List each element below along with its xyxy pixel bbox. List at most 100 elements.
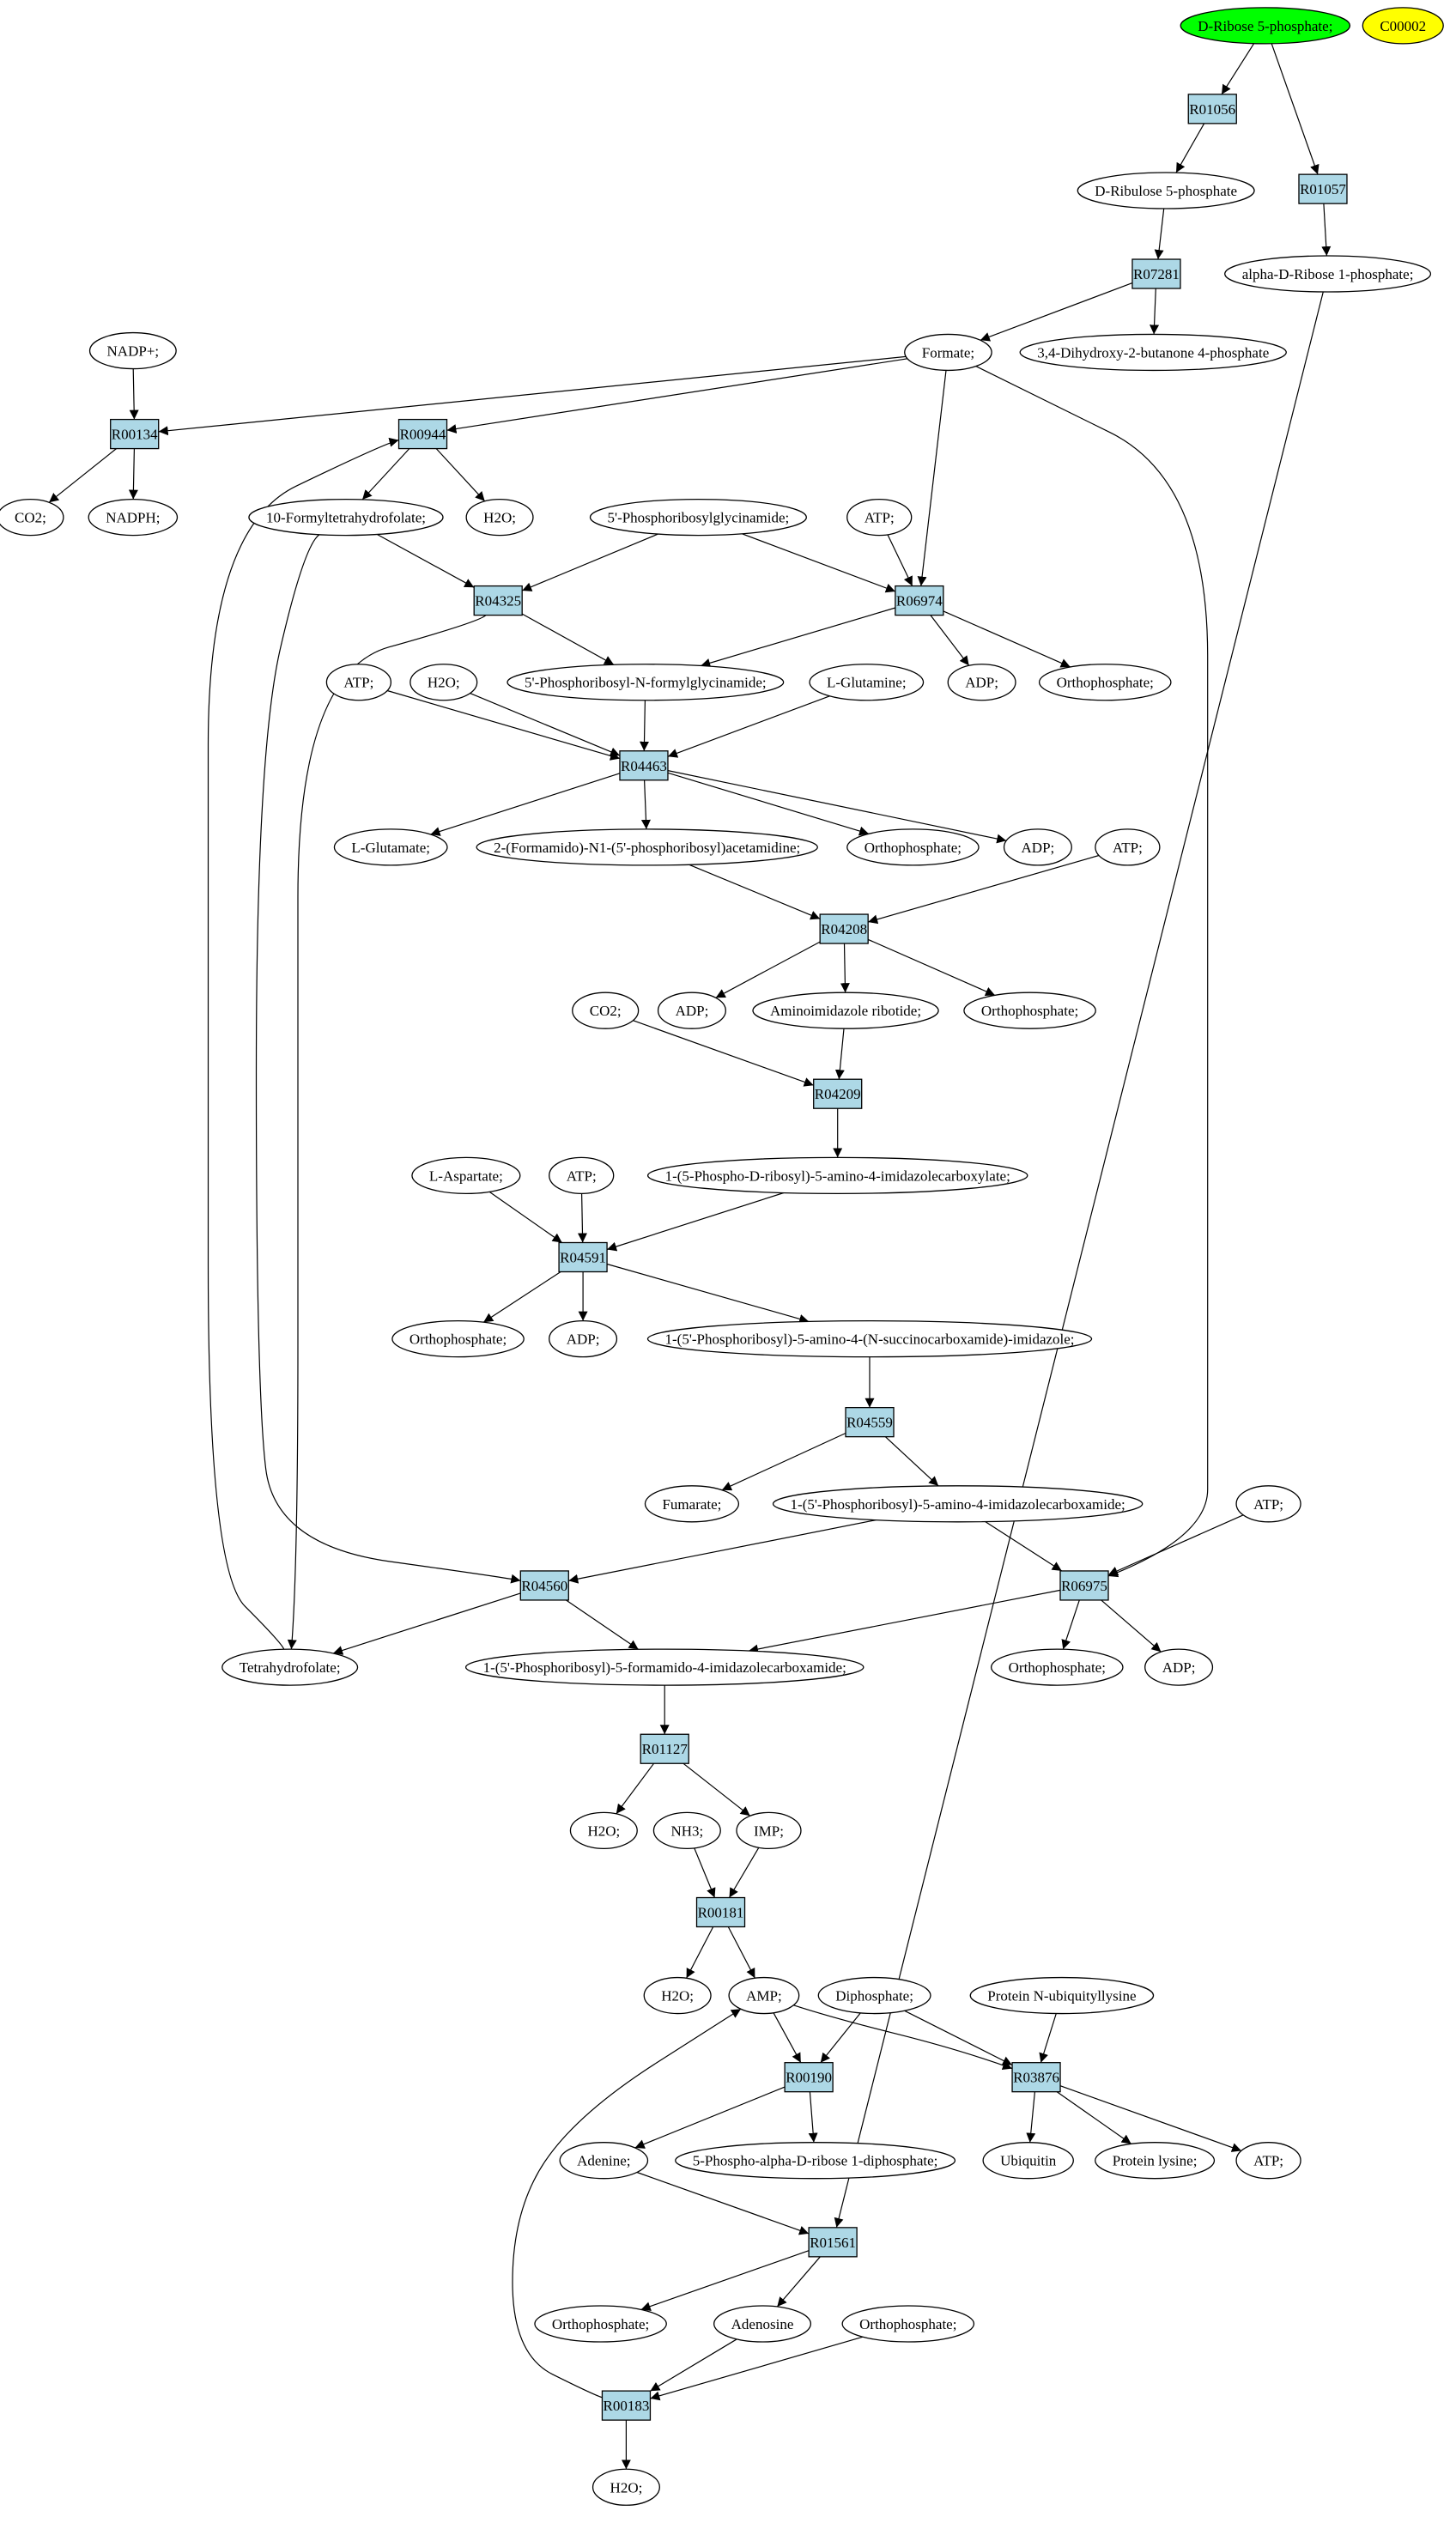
compound-ellipse xyxy=(675,2142,956,2180)
compound-ellipse xyxy=(325,664,392,701)
compound-label: 10-Formyltetrahydrofolate; xyxy=(266,510,426,526)
compound-label: NADPH; xyxy=(106,510,160,526)
compound-ellipse xyxy=(1003,828,1072,866)
reaction-label: R01561 xyxy=(810,2235,856,2251)
edge-aicar-to-r04560 xyxy=(568,1519,877,1584)
compound-label: Adenosine xyxy=(731,2316,794,2332)
compound-label: Orthophosphate; xyxy=(410,1331,507,1348)
node-adp-b: ADP; xyxy=(1003,828,1072,866)
node-pi-c: Orthophosphate; xyxy=(963,992,1096,1029)
reaction-label: R01127 xyxy=(642,1741,689,1757)
edge-r06975-to-pi-e xyxy=(1061,1599,1080,1650)
reaction-label: R04209 xyxy=(815,1086,861,1102)
edge-formate-to-r06975 xyxy=(975,366,1209,1578)
compound-ellipse xyxy=(410,664,478,701)
reaction-label: R01056 xyxy=(1189,101,1235,118)
compound-label: Protein N-ubiquityllysine xyxy=(987,1988,1136,2004)
compound-ellipse xyxy=(846,498,913,537)
compound-label: Adenine; xyxy=(577,2153,630,2169)
compound-label: Orthophosphate; xyxy=(1009,1659,1106,1676)
reaction-box xyxy=(895,585,944,616)
node-r04208: R04208 xyxy=(819,913,869,944)
compound-label: Diphosphate; xyxy=(835,1988,913,2004)
reaction-box xyxy=(519,1570,569,1601)
reaction-box xyxy=(695,1896,746,1928)
compound-ellipse xyxy=(1235,2142,1301,2180)
compound-label: C00002 xyxy=(1380,18,1426,34)
edge-atp-c-to-r04208 xyxy=(868,854,1100,925)
reaction-label: R04560 xyxy=(521,1578,567,1594)
node-r00181: R00181 xyxy=(695,1896,746,1928)
compound-ellipse xyxy=(569,1811,638,1850)
node-formate: Formate; xyxy=(904,333,992,372)
edge-ado-to-r00183 xyxy=(650,2338,737,2392)
reaction-label: R07281 xyxy=(1133,266,1180,282)
node-fgam: 2-(Formamido)-N1-(5'-phosphoribosyl)acet… xyxy=(476,828,818,866)
edge-thf-to-r00944 xyxy=(207,437,399,1650)
compound-ellipse xyxy=(1077,172,1255,209)
compound-ellipse xyxy=(1235,1485,1301,1523)
edge-dr5p-top-to-r01057 xyxy=(1271,43,1320,175)
node-dhbp: 3,4-Dihydroxy-2-butanone 4-phosphate xyxy=(1019,333,1287,372)
node-atp-f: ATP; xyxy=(1235,2142,1301,2180)
compound-ellipse xyxy=(333,828,448,866)
edge-atp-b-to-r04463 xyxy=(386,689,621,761)
compound-label: ATP; xyxy=(864,510,895,526)
compound-ellipse xyxy=(221,1648,359,1686)
node-faicar: 1-(5'-Phosphoribosyl)-5-formamido-4-imid… xyxy=(464,1648,864,1686)
edge-amp-to-r03876 xyxy=(793,2004,1013,2071)
node-plys: Protein lysine; xyxy=(1095,2142,1216,2180)
compound-ellipse xyxy=(657,992,726,1029)
edge-r04325-to-fgar xyxy=(521,613,615,665)
compound-label: H2O; xyxy=(483,510,516,526)
compound-label: H2O; xyxy=(428,675,460,691)
node-adp-a: ADP; xyxy=(947,664,1016,701)
edge-r04463-to-fgam xyxy=(640,779,651,829)
compound-ellipse xyxy=(592,2468,660,2506)
compound-label: Protein lysine; xyxy=(1113,2153,1198,2169)
edge-r00134-to-nadph xyxy=(128,448,138,500)
compound-ellipse xyxy=(963,992,1096,1029)
compound-ellipse xyxy=(534,2305,667,2343)
node-r00183: R00183 xyxy=(601,2390,652,2421)
compound-ellipse xyxy=(752,992,939,1029)
edge-r06974-to-fgar xyxy=(701,607,896,668)
reaction-box xyxy=(1298,173,1348,204)
edge-r00181-to-h2o-d xyxy=(686,1926,714,1979)
edge-prg-to-r06974 xyxy=(742,533,896,593)
reaction-box xyxy=(1187,94,1237,124)
compound-label: L-Aspartate; xyxy=(429,1167,503,1184)
node-nadph: NADPH; xyxy=(88,498,179,537)
compound-label: 2-(Formamido)-N1-(5'-phosphoribosyl)acet… xyxy=(494,840,800,856)
compound-ellipse xyxy=(644,1485,740,1523)
compound-ellipse xyxy=(549,1319,618,1358)
node-adp-d: ADP; xyxy=(549,1319,618,1358)
compound-ellipse xyxy=(0,498,64,537)
edge-r03876-to-ubq xyxy=(1026,2091,1036,2143)
edge-atp-d-to-r04591 xyxy=(577,1193,587,1243)
compound-label: ATP; xyxy=(567,1167,597,1184)
edge-r03876-to-atp-f xyxy=(1059,2085,1242,2152)
compound-ellipse xyxy=(411,1156,521,1195)
reaction-box xyxy=(808,2227,858,2258)
node-r06974: R06974 xyxy=(895,585,944,616)
edge-fgam-to-r04208 xyxy=(689,864,821,920)
edge-fthf-to-r04325 xyxy=(377,533,475,588)
node-r04463: R04463 xyxy=(619,750,669,781)
compound-ellipse xyxy=(391,1319,525,1358)
compound-label: L-Glutamate; xyxy=(351,840,430,856)
compound-ellipse xyxy=(982,2142,1074,2180)
edge-h2o-b-to-r04463 xyxy=(470,693,621,756)
compound-label: 5'-Phosphoribosyl-N-formylglycinamide; xyxy=(525,675,767,691)
reaction-box xyxy=(397,418,448,450)
edge-r01056-to-dru5p xyxy=(1175,123,1205,173)
node-atp-a: ATP; xyxy=(846,498,913,537)
node-pi-g: Orthophosphate; xyxy=(841,2305,975,2343)
node-adr1p: alpha-D-Ribose 1-phosphate; xyxy=(1224,255,1432,293)
node-lasp: L-Aspartate; xyxy=(411,1156,521,1195)
reaction-box xyxy=(640,1733,689,1764)
compound-ellipse xyxy=(904,333,992,372)
edge-dr5p-top-to-r01056 xyxy=(1221,43,1255,95)
compound-ellipse xyxy=(652,1811,721,1850)
node-fum: Fumarate; xyxy=(644,1485,740,1523)
